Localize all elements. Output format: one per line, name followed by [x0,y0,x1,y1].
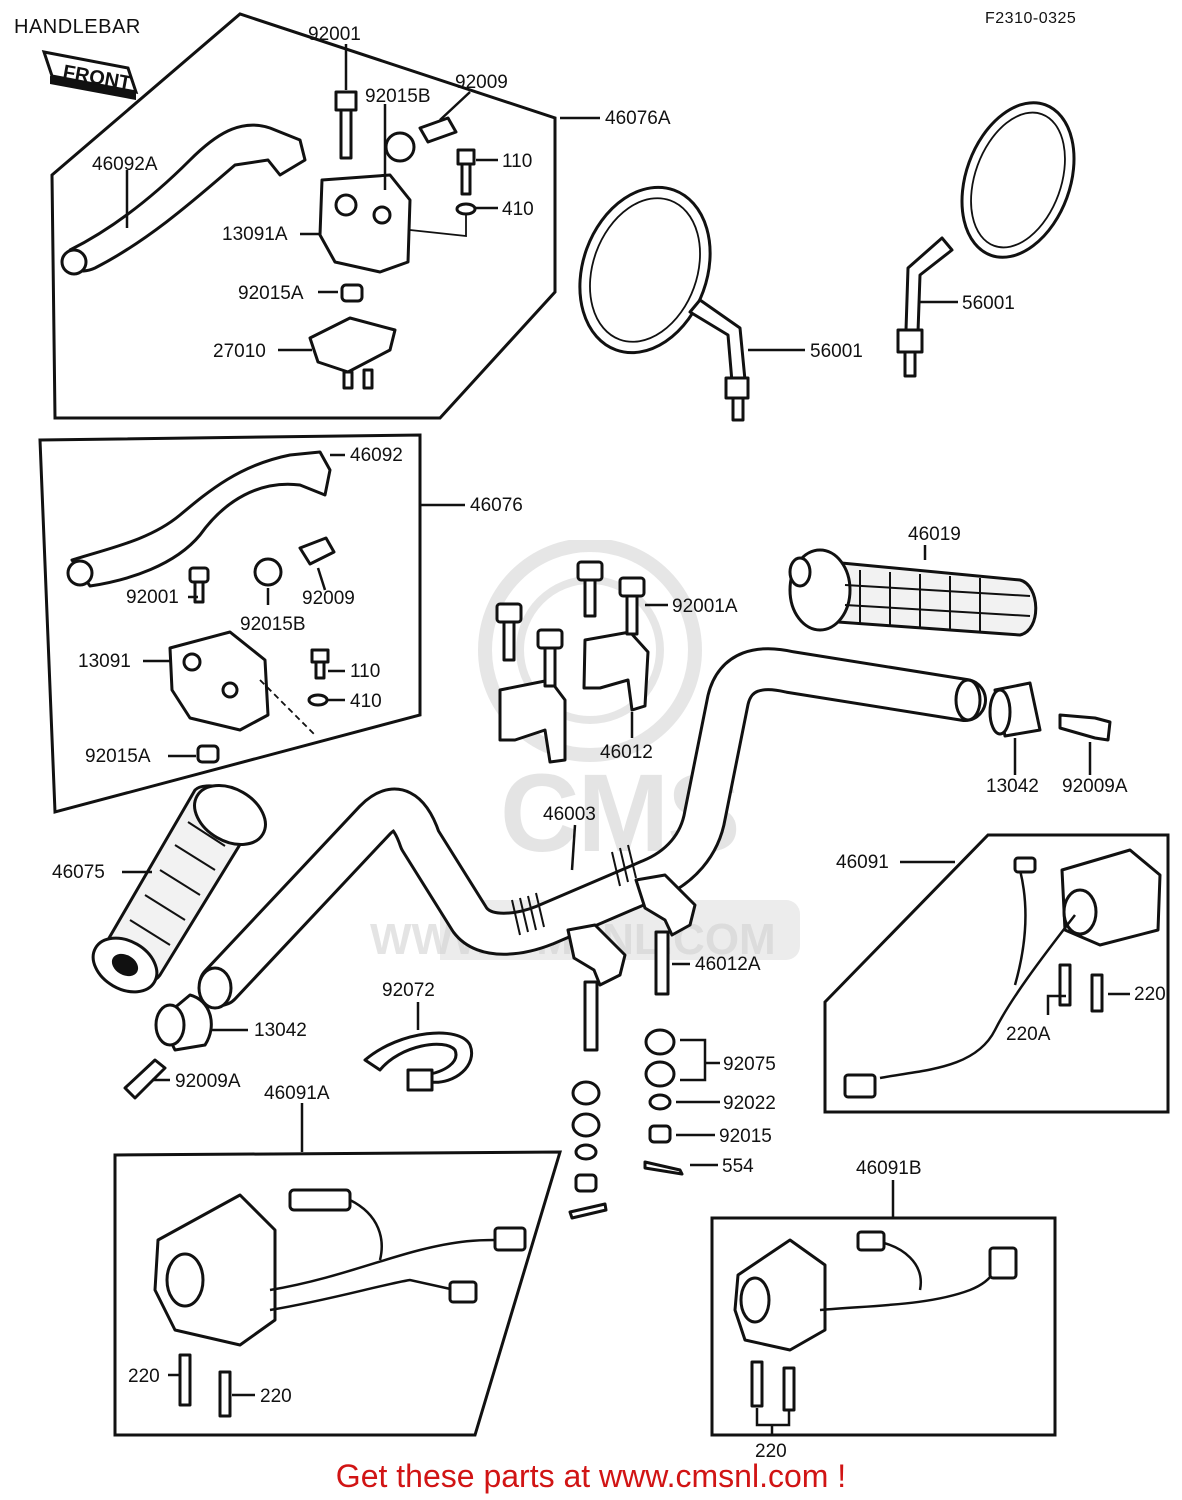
screw-92009A-l [123,1058,167,1100]
mirror-left-56001 [578,185,750,422]
label-92022: 92022 [723,1093,776,1114]
label-92015: 92015 [719,1126,772,1147]
label-13042-left: 13042 [254,1020,307,1041]
group-box-46091A [113,1150,563,1437]
label-410: 410 [502,199,534,220]
diagram-code: F2310-0325 [985,10,1077,27]
nut-92015A [340,283,364,303]
pin-554 [643,1160,684,1176]
bolt-92001A [495,560,646,688]
riser-46012A [566,873,697,1052]
group-box-46076A [50,12,557,420]
washer-410 [455,202,477,216]
label-92075: 92075 [723,1054,776,1075]
label-110: 110 [502,151,532,172]
grip-46019 [788,548,1038,637]
label-92009A-right: 92009A [1062,776,1128,797]
label-13091A: 13091A [222,224,288,245]
grip-46075 [91,784,267,994]
label-46003: 46003 [543,804,596,825]
label-92009-mid: 92009 [302,588,355,609]
label-92001: 92001 [308,24,361,45]
switch-46091 [843,848,1162,1099]
clamp-46012 [498,630,650,764]
footer-link[interactable]: Get these parts at www.cmsnl.com ! [335,1458,847,1494]
label-220-left-a1: 220 [128,1366,160,1387]
label-92015A-mid: 92015A [85,746,151,767]
diagram-title: HANDLEBAR [14,16,141,38]
label-46092A: 46092A [92,154,158,175]
label-92015B: 92015B [365,86,431,107]
group-box-46091B [710,1216,1057,1437]
switch-46091A [153,1188,527,1418]
screw-92009-mid [298,536,336,566]
label-56001-left: 56001 [810,341,863,362]
label-46012A: 46012A [695,954,761,975]
nut-92015A-mid [196,744,220,764]
label-92001A: 92001A [672,596,738,617]
label-92072: 92072 [382,980,435,1001]
label-46091A: 46091A [264,1083,330,1104]
bolt-92001 [334,90,358,112]
label-92015B-mid: 92015B [240,614,306,635]
washer-92015B-mid [253,557,283,587]
label-92001-mid: 92001 [126,587,179,608]
label-13091: 13091 [78,651,131,672]
label-46019: 46019 [908,524,961,545]
washer-410-mid [307,693,329,707]
holder-13091A [318,173,412,274]
label-46092: 46092 [350,445,403,466]
label-46076: 46076 [470,495,523,516]
label-56001-right: 56001 [962,293,1015,314]
holder-13091 [168,630,270,732]
label-110-mid: 110 [350,661,380,682]
label-46076A: 46076A [605,108,671,129]
label-220-left-a2: 220 [260,1386,292,1407]
group-box-46076 [38,433,422,814]
group-box-46091 [823,833,1170,1114]
label-410-mid: 410 [350,691,382,712]
label-27010: 27010 [213,341,266,362]
screw-92009A-r [1058,713,1112,742]
lever-ball-end [60,248,88,276]
switch-46091B [733,1230,1018,1412]
rubber-92075 [571,1028,676,1138]
lever-46092 [70,450,332,588]
label-92009: 92009 [455,72,508,93]
label-554: 554 [722,1156,754,1177]
nut-92015 [648,1124,672,1144]
label-220A: 220A [1006,1024,1051,1045]
label-46091: 46091 [836,852,889,873]
washer-92022 [648,1093,672,1111]
mirror-right-56001 [896,101,1076,378]
switch-27010 [308,316,397,374]
label-46012: 46012 [600,742,653,763]
front-arrow-icon: FRONT [41,50,139,100]
bolt-92001-mid [188,566,210,584]
screw-92009 [418,116,458,144]
label-13042-right: 13042 [986,776,1039,797]
label-92015A: 92015A [238,283,304,304]
label-92009A-left: 92009A [175,1071,241,1092]
bolt-110 [456,148,476,166]
label-46091B: 46091B [856,1158,922,1179]
washer-92015B [384,131,416,163]
label-46075: 46075 [52,862,105,883]
lever-46092A [66,123,307,273]
label-220-left-b: 220 [755,1441,787,1462]
label-220-right: 220 [1134,984,1166,1005]
